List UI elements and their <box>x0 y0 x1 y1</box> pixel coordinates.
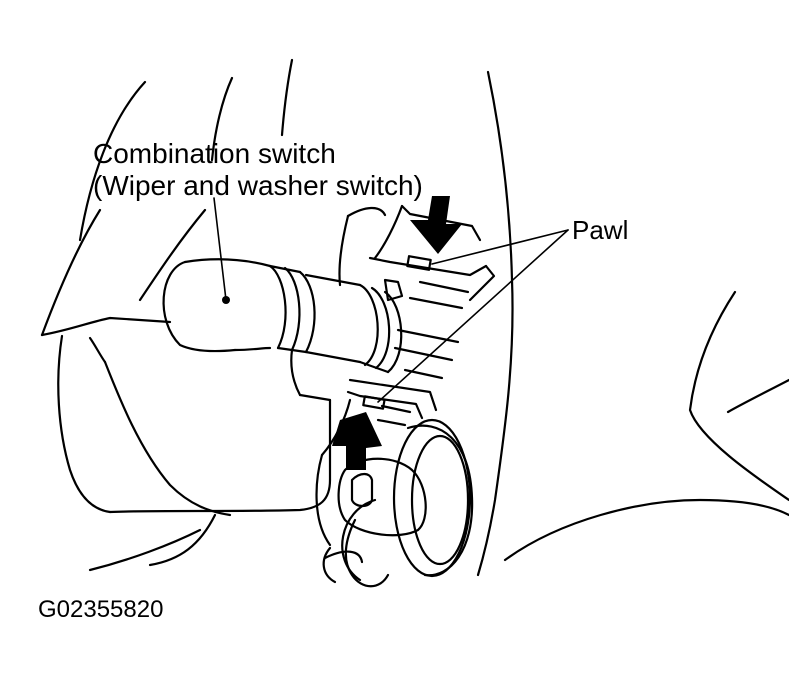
leader-lines <box>213 197 569 403</box>
lower-column-cover <box>40 316 332 572</box>
key-fob <box>322 457 427 588</box>
figure-code: G02355820 <box>38 596 164 623</box>
leader-dot <box>222 296 230 304</box>
steering-column-cover <box>40 58 789 577</box>
down-arrow-icon <box>410 196 462 254</box>
up-arrow-icon <box>332 412 382 470</box>
upper-pawl <box>406 255 432 271</box>
wiper-washer-switch-label: (Wiper and washer switch) <box>93 170 423 201</box>
combination-switch-stalk <box>162 258 404 374</box>
combination-switch-label: Combination switch <box>93 138 336 169</box>
lower-pawl <box>362 395 386 410</box>
pawl-label: Pawl <box>572 215 629 245</box>
